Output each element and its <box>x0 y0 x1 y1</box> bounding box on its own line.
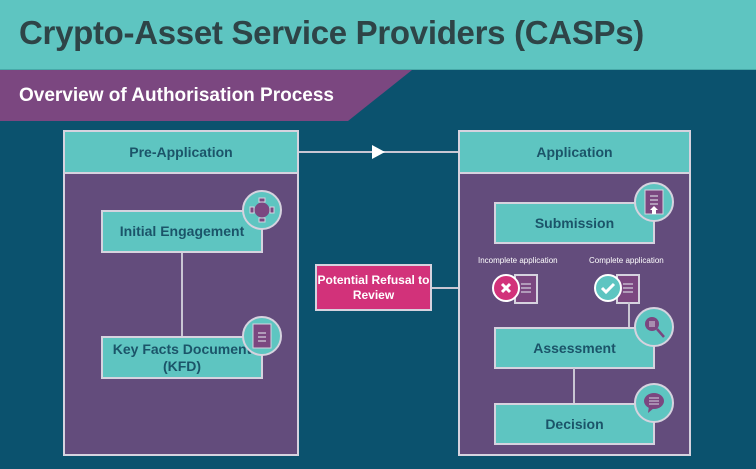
document-icon <box>242 316 282 356</box>
step-connector <box>573 368 575 404</box>
step-assessment: Assessment <box>494 327 655 369</box>
magnifier-icon <box>634 307 674 347</box>
arrow-head-icon <box>372 145 385 159</box>
step-connector <box>181 250 183 338</box>
step-label: Assessment <box>533 339 616 356</box>
page-title: Crypto-Asset Service Providers (CASPs) <box>19 14 644 51</box>
incomplete-application-label: Incomplete application <box>478 256 558 265</box>
refusal-box: Potential Refusal to Review <box>315 264 432 311</box>
complete-application-label: Complete application <box>589 256 664 265</box>
check-icon <box>594 274 622 302</box>
step-label: Submission <box>534 214 615 231</box>
step-label: Decision <box>545 415 604 432</box>
refusal-label: Potential Refusal to Review <box>317 272 430 302</box>
step-key-facts-document: Key Facts Document (KFD) <box>101 336 263 379</box>
header-banner: Crypto-Asset Service Providers (CASPs) <box>0 0 756 70</box>
complete-connector <box>628 302 630 328</box>
step-submission: Submission <box>494 202 655 244</box>
step-label: Key Facts Document (KFD) <box>112 340 252 374</box>
page-subtitle: Overview of Authorisation Process <box>19 85 334 106</box>
pre-application-header: Pre-Application <box>65 132 297 174</box>
application-header: Application <box>460 132 689 174</box>
meeting-table-icon <box>242 190 282 230</box>
step-label: Initial Engagement <box>119 223 245 239</box>
subheader-banner: Overview of Authorisation Process <box>0 70 412 121</box>
step-decision: Decision <box>494 403 655 445</box>
cross-icon <box>492 274 520 302</box>
speech-bubble-icon <box>634 383 674 423</box>
step-initial-engagement: Initial Engagement <box>101 210 263 253</box>
document-upload-icon <box>634 182 674 222</box>
